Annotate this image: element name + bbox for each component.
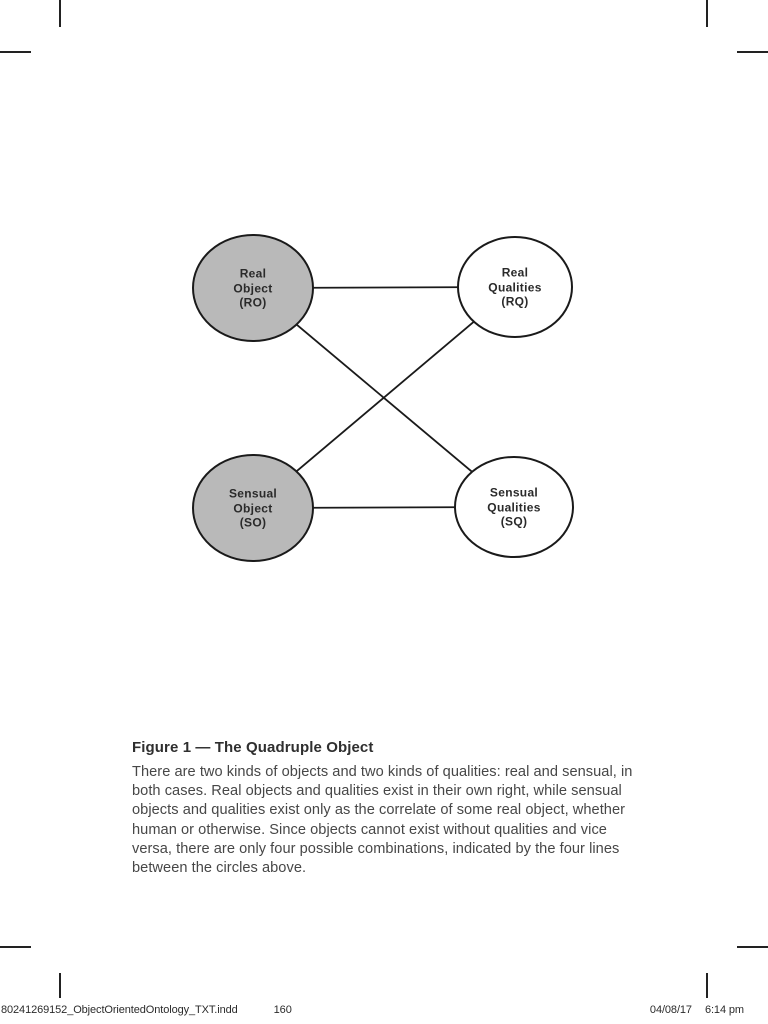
crop-mark-bottom-right-horizontal (737, 946, 768, 948)
node-label-sensual-qualities: Sensual Qualities (SQ) (487, 485, 541, 529)
print-footer-right: 04/08/17 6:14 pm (650, 1004, 744, 1016)
node-sensual-object-circle (192, 454, 314, 562)
footer-date: 04/08/17 (649, 1004, 692, 1016)
node-label-real-object: Real Object (RO) (233, 266, 273, 310)
node-real-qualities-circle (457, 236, 573, 338)
crop-mark-bottom-left-horizontal (0, 946, 31, 948)
figure-caption: Figure 1 — The Quadruple Object There ar… (132, 738, 640, 878)
node-real-object-circle (192, 234, 314, 342)
crop-mark-top-right-vertical (706, 0, 708, 27)
node-sensual-qualities-circle (454, 456, 574, 558)
print-footer-left: 80241269152_ObjectOrientedOntology_TXT.i… (1, 1004, 292, 1016)
footer-time: 6:14 pm (704, 1004, 744, 1016)
crop-mark-bottom-right-vertical (706, 973, 708, 998)
crop-mark-top-left-horizontal (0, 51, 31, 53)
quadruple-object-diagram (192, 234, 574, 562)
crop-mark-top-right-horizontal (737, 51, 768, 53)
figure-caption-body: There are two kinds of objects and two k… (132, 764, 633, 877)
node-label-sensual-object: Sensual Object (SO) (228, 486, 278, 530)
crop-mark-bottom-left-vertical (59, 973, 61, 998)
node-label-real-qualities: Real Qualities (RQ) (488, 265, 542, 309)
figure-caption-title: Figure 1 — The Quadruple Object (132, 739, 374, 756)
crop-mark-top-left-vertical (59, 0, 61, 27)
footer-filename: 80241269152_ObjectOrientedOntology_TXT.i… (1, 1004, 238, 1016)
footer-page-number: 160 (273, 1004, 292, 1016)
